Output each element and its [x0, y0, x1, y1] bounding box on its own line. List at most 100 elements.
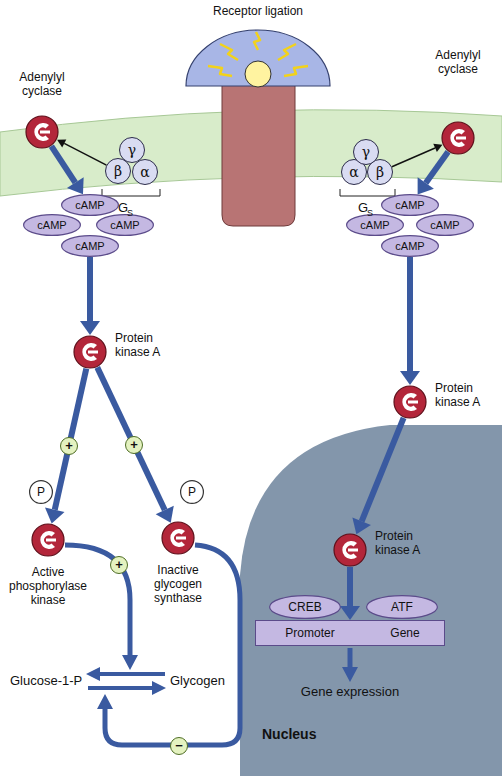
receptor-node: Receptor ligation — [186, 30, 330, 86]
enzyme-cleft — [402, 393, 417, 411]
enzyme-node: Protein kinase A — [73, 335, 107, 369]
enzyme-cleft — [456, 137, 466, 140]
node-text: P — [29, 480, 53, 504]
molecule-ellipse — [367, 596, 438, 619]
enzyme-cleft — [82, 343, 97, 361]
molecule-ellipse — [97, 215, 154, 236]
molecule-node: cAMP — [416, 214, 474, 236]
signal-arrow — [362, 418, 404, 522]
node-text: α — [132, 159, 158, 185]
arrow-head — [80, 321, 100, 335]
node-text: cAMP — [346, 214, 404, 236]
nucleus-shape — [240, 425, 502, 776]
icon-shape — [393, 385, 427, 419]
arrow-head — [67, 177, 84, 194]
node-text: cAMP — [416, 214, 474, 236]
node-text: β — [105, 158, 131, 184]
molecule-ellipse — [62, 195, 119, 216]
molecule-ellipse — [270, 596, 341, 619]
node-text: Adenylyl cyclase — [425, 48, 491, 76]
bracket — [102, 189, 160, 196]
icon-shape — [31, 523, 65, 557]
bracket — [340, 189, 395, 196]
text-label: G — [358, 200, 368, 215]
node-text: Adenylyl cyclase — [9, 70, 75, 98]
enzyme-body — [74, 336, 106, 368]
arrow-head — [418, 177, 434, 194]
enzyme-cleft — [46, 539, 56, 542]
molecule-node: cAMP — [61, 194, 119, 216]
node-text: cAMP — [61, 235, 119, 257]
arrow-head — [352, 518, 371, 535]
arrow-head — [97, 694, 113, 709]
node-text: cAMP — [23, 214, 81, 236]
node-text: Protein kinase A — [375, 529, 435, 557]
reaction-arrow — [88, 686, 152, 690]
molecule-ellipse — [417, 215, 474, 236]
enzyme-body — [334, 534, 366, 566]
molecule-node: cAMP — [346, 214, 404, 236]
nucleus: NucleusProtein kinase ACREBATFPromoterGe… — [240, 425, 502, 776]
enzyme-cleft — [40, 531, 55, 549]
signal-arrow — [55, 369, 87, 510]
icon-shape — [161, 521, 195, 555]
text-label: Glucose-1-P — [10, 673, 82, 688]
subunit-circle — [133, 160, 158, 185]
enzyme-node: Active phosphorylase kinase — [31, 523, 65, 557]
enzyme-node: Protein kinase A — [393, 385, 427, 419]
arrow-head — [152, 681, 166, 695]
node-text: Active phosphorylase kinase — [3, 565, 93, 607]
lightning-bolt — [254, 32, 260, 50]
enzyme-cleft — [34, 123, 49, 141]
arrow-head — [433, 144, 442, 152]
phosphate-node: P — [180, 480, 204, 504]
molecule-ellipse — [382, 195, 439, 216]
node-text: Protein kinase A — [435, 381, 495, 409]
g-protein-subunit: α — [132, 159, 158, 185]
node-text: Inactive glycogen synthase — [141, 563, 215, 605]
arrow-head — [340, 606, 360, 620]
molecule-node: ATF — [366, 595, 438, 619]
arrow-head — [342, 667, 358, 682]
icon-shape — [441, 121, 475, 155]
sign-circle: − — [170, 737, 188, 755]
molecule-ellipse — [24, 215, 81, 236]
text-label: Gene expression — [301, 684, 399, 699]
sign-circle: + — [125, 436, 143, 454]
icon-shape — [73, 335, 107, 369]
node-text: Promoter — [255, 620, 365, 646]
text-label: S — [367, 208, 373, 218]
molecule-ellipse — [382, 236, 439, 257]
phosphate-circle — [181, 481, 204, 504]
molecule-node: cAMP — [23, 214, 81, 236]
signal-arrow — [407, 257, 413, 371]
dna-box — [256, 621, 445, 646]
arrow-head — [45, 508, 65, 524]
molecule-node: cAMP — [381, 194, 439, 216]
phosphate-circle — [30, 481, 53, 504]
g-protein-subunit: β — [105, 158, 131, 184]
lightning-bolt — [220, 44, 238, 60]
sign-circle: + — [110, 556, 128, 574]
lightning-bolt — [284, 66, 308, 76]
enzyme-node: Inactive glycogen synthase — [161, 521, 195, 555]
arrow-head — [156, 506, 174, 523]
promoter-gene-box: PromoterGene — [255, 620, 445, 646]
reaction-arrow — [100, 672, 165, 676]
inhibition-arrow — [105, 545, 240, 745]
expression-arrow — [348, 648, 353, 668]
enzyme-cleft — [176, 537, 186, 540]
receptor-stem — [222, 84, 295, 226]
molecule-ellipse — [62, 236, 119, 257]
text-label: Glycogen — [170, 673, 225, 688]
enzyme-body — [442, 122, 474, 154]
enzyme-cleft — [170, 529, 185, 547]
node-text: ATF — [366, 595, 438, 619]
semi-shape — [186, 30, 330, 86]
enzyme-body — [162, 522, 194, 554]
g-protein-subunit: γ — [353, 139, 379, 165]
enzyme-body — [32, 524, 64, 556]
node-text: γ — [353, 139, 379, 165]
node-text: Gene — [365, 620, 445, 646]
